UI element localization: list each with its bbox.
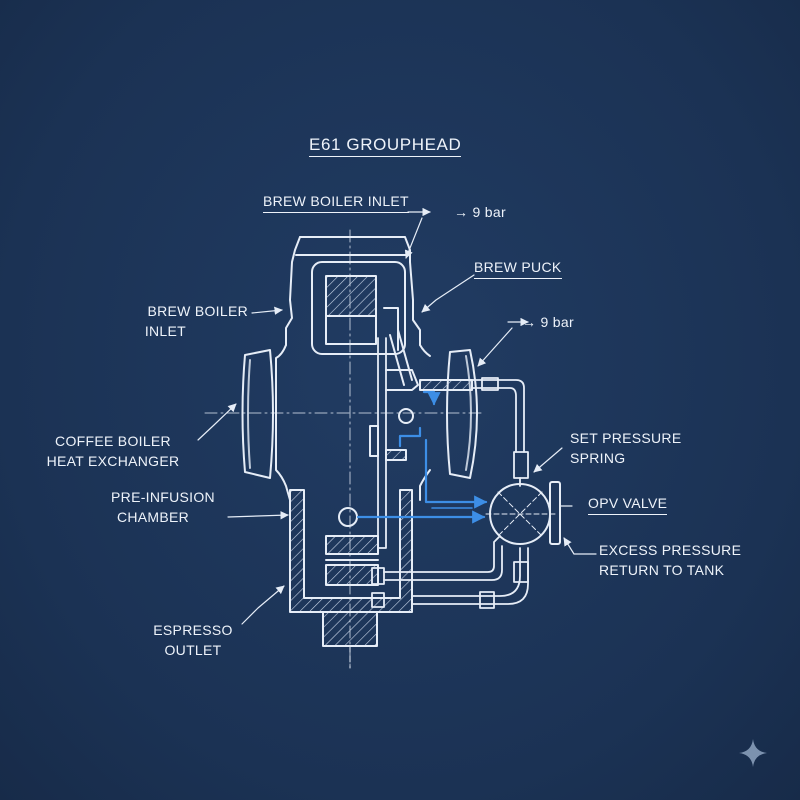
- opv-valve: [485, 481, 561, 545]
- label-set-pressure: SET PRESSURE SPRING: [570, 428, 682, 468]
- grouphead-cap: [299, 236, 421, 346]
- label-pressure-top: → 9 bar: [454, 204, 506, 220]
- inner-cavity: [311, 261, 406, 355]
- label-espresso-outlet: ESPRESSO OUTLET: [138, 620, 248, 660]
- label-excess-pressure: EXCESS PRESSURE RETURN TO TANK: [599, 540, 741, 580]
- water-flow-paths: [356, 390, 488, 524]
- label-line: INLET: [144, 323, 186, 339]
- label-line: OUTLET: [164, 642, 222, 658]
- sparkle-icon: [739, 739, 767, 767]
- label-line: COFFEE BOILER: [55, 433, 171, 449]
- label-line: PRE-INFUSION: [111, 489, 215, 505]
- label-line: EXCESS PRESSURE: [599, 542, 742, 558]
- label-line: SPRING: [570, 450, 626, 466]
- grouphead-body: [275, 344, 291, 501]
- label-brew-puck: BREW PUCK: [474, 257, 562, 279]
- leader-lines: [197, 207, 597, 625]
- label-line: BREW BOILER: [147, 303, 248, 319]
- label-line: HEAT EXCHANGER: [46, 453, 180, 469]
- label-brew-boiler-inlet-left: BREW BOILER INLET: [88, 301, 248, 341]
- label-pre-infusion: PRE-INFUSION CHAMBER: [98, 487, 228, 527]
- piston-block: [325, 275, 377, 317]
- label-line: SET PRESSURE: [570, 430, 682, 446]
- label-coffee-boiler: COFFEE BOILER HEAT EXCHANGER: [38, 431, 188, 471]
- left-disc: [241, 349, 274, 479]
- label-line: CHAMBER: [116, 509, 190, 525]
- label-line: ESPRESSO: [153, 622, 233, 638]
- diagram-title: E61 GROUPHEAD: [309, 135, 462, 157]
- chamber-block-lower: [325, 564, 379, 586]
- chamber-block-upper: [325, 535, 379, 555]
- right-disc: [446, 349, 478, 479]
- return-pipes: [371, 377, 529, 609]
- label-pressure-right: → 9 bar: [522, 314, 574, 330]
- espresso-spout: [322, 611, 378, 647]
- label-brew-boiler-inlet-top: BREW BOILER INLET: [263, 191, 409, 213]
- label-line: RETURN TO TANK: [599, 562, 725, 578]
- label-opv-valve: OPV VALVE: [588, 493, 668, 515]
- upper-port: [419, 379, 473, 391]
